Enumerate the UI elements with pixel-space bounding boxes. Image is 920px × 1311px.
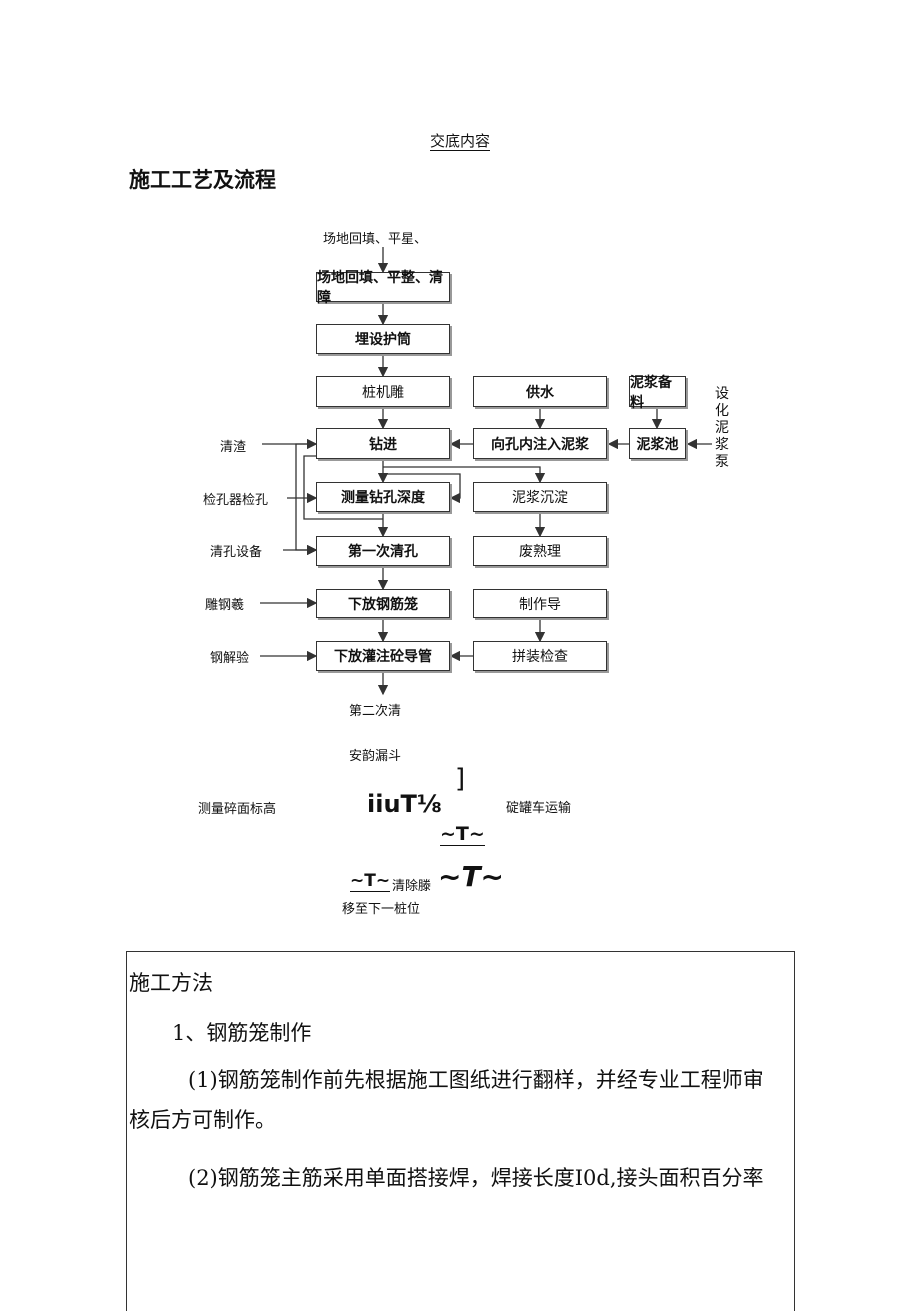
paragraph-1-line-2: 核后方可制作。	[129, 1108, 276, 1132]
box-water: 供水	[473, 376, 607, 407]
box-waste: 废熟理	[473, 536, 607, 566]
garbled-text-1: iiuT⅛	[367, 790, 442, 818]
section-title-process: 施工工艺及流程	[129, 168, 276, 192]
box-lower-cage: 下放钢筋笼	[316, 589, 450, 618]
label-hole-checker: 检孔器检孔	[203, 493, 269, 508]
label-install-hopper: 安韵漏斗	[349, 749, 402, 764]
box-inject-mud: 向孔内注入泥浆	[473, 428, 607, 459]
box-first-clean: 第一次清孔	[316, 536, 450, 566]
conn-loop-2	[303, 455, 383, 520]
conn-loop-1	[295, 443, 318, 556]
box-drill: 钻进	[316, 428, 450, 459]
bracket-mark: ]	[455, 764, 466, 794]
flow-top-label: 场地回填、平星、	[323, 232, 428, 247]
label-clean-remove: 清除滕	[392, 879, 432, 894]
label-clean-equipment: 清孔设备	[210, 545, 263, 560]
box-measure-depth: 测量钻孔深度	[316, 482, 450, 512]
box-lower-pipe: 下放灌注砼导管	[316, 641, 450, 671]
label-mud-pump: 设 化 泥 浆 泵	[715, 386, 729, 470]
box-assemble-check: 拼装检查	[473, 641, 607, 671]
label-slag: 清渣	[220, 440, 247, 455]
box-casing: 埋设护筒	[316, 324, 450, 354]
paragraph-1-line-1: (1)钢筋笼制作前先根据施工图纸进行翻样，并经专业工程师审	[188, 1068, 764, 1092]
tilde-mark-2: ~T~	[350, 871, 391, 892]
header-title: 交底内容	[429, 132, 490, 151]
label-second-clean: 第二次清	[349, 704, 402, 719]
label-cage-make: 雕钢羲	[205, 598, 245, 613]
paragraph-2-line-1: (2)钢筋笼主筋采用单面搭接焊，焊接长度I0d,接头面积百分率	[188, 1166, 764, 1190]
box-rig: 桩机雕	[316, 376, 450, 407]
page-header: 交底内容	[0, 130, 920, 151]
method-frame	[126, 951, 795, 1311]
label-move-next: 移至下一桩位	[342, 902, 421, 917]
label-truck: 碇罐车运输	[506, 801, 572, 816]
box-site-prep: 场地回填、平整、清障	[316, 270, 450, 306]
tilde-mark-1: ~T~	[440, 823, 485, 846]
tilde-mark-3: ~T~	[438, 860, 505, 893]
conn-return-2	[383, 473, 461, 504]
section-title-method: 施工方法	[129, 971, 213, 995]
box-mud-settle: 泥浆沉淀	[473, 482, 607, 512]
item-1-heading: 1、钢筋笼制作	[172, 1021, 312, 1045]
box-mud-pool: 泥浆池	[629, 428, 686, 459]
label-steel-check: 钢解验	[210, 651, 250, 666]
label-measure-top: 测量碎面标高	[198, 802, 277, 817]
conn-return-1	[383, 466, 546, 484]
flowchart-connectors	[260, 247, 712, 696]
box-make-guide: 制作导	[473, 589, 607, 618]
box-mud-material: 泥浆备料	[629, 375, 686, 411]
